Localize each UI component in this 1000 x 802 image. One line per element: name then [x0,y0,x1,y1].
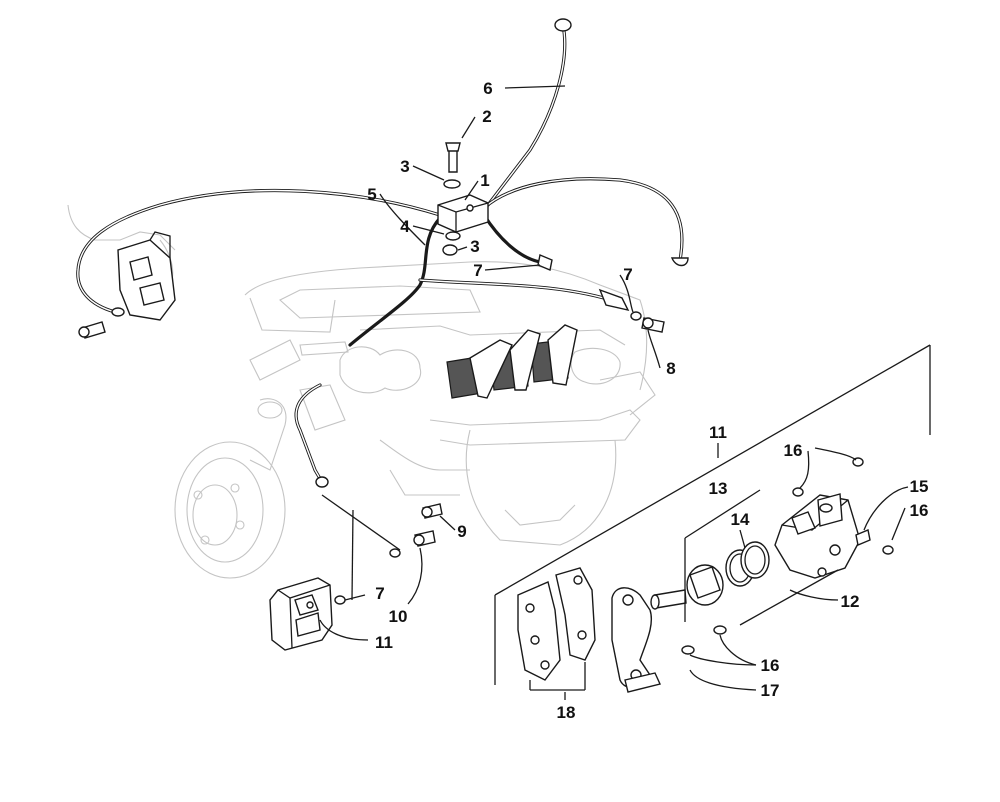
callout-13: 13 [709,479,728,498]
washers-3-4 [442,231,461,256]
caliper-bracket-and-pins [611,457,894,693]
caliper-body-12 [774,493,861,579]
piston-seals-13-14 [686,541,770,606]
brake-pads-18 [517,567,596,681]
callout-16c: 16 [761,656,780,675]
callout-10: 10 [389,607,408,626]
callout-14: 14 [731,510,750,529]
callout-6: 6 [483,79,492,98]
callout-18: 18 [557,703,576,722]
grille-mesh [446,324,578,399]
callout-5: 5 [367,185,376,204]
leader-lines [319,85,909,700]
master-cylinder [78,231,176,339]
left-caliper-11 [269,577,333,651]
callout-12: 12 [841,592,860,611]
callout-17: 17 [761,681,780,700]
callout-8: 8 [666,359,675,378]
callout-3: 3 [400,157,409,176]
callout-7b: 7 [623,265,632,284]
atv-body-ghost [67,204,656,579]
distribution-block [437,194,489,233]
hose-6-end-fitting [554,18,572,32]
callout-1: 1 [480,171,489,190]
callout-7: 7 [473,261,482,280]
callout-4: 4 [400,217,410,236]
callout-15: 15 [910,477,929,496]
callout-9: 9 [457,522,466,541]
callout-11b: 11 [375,633,393,652]
caliper-group-bracket-frame [494,344,931,685]
callout-16: 16 [784,441,803,460]
callout-labels: 6 2 3 1 5 4 3 7 7 8 11 16 15 16 13 14 9 … [367,79,928,722]
left-caliper-hardware [334,503,443,605]
callout-16b: 16 [910,501,929,520]
right-hose-fitting [537,254,665,333]
callout-11: 11 [709,423,727,442]
callout-2: 2 [482,107,491,126]
brake-hoses [76,18,689,488]
callout-3b: 3 [470,237,479,256]
callout-7c: 7 [375,584,384,603]
banjo-bolt-2 [443,142,461,189]
